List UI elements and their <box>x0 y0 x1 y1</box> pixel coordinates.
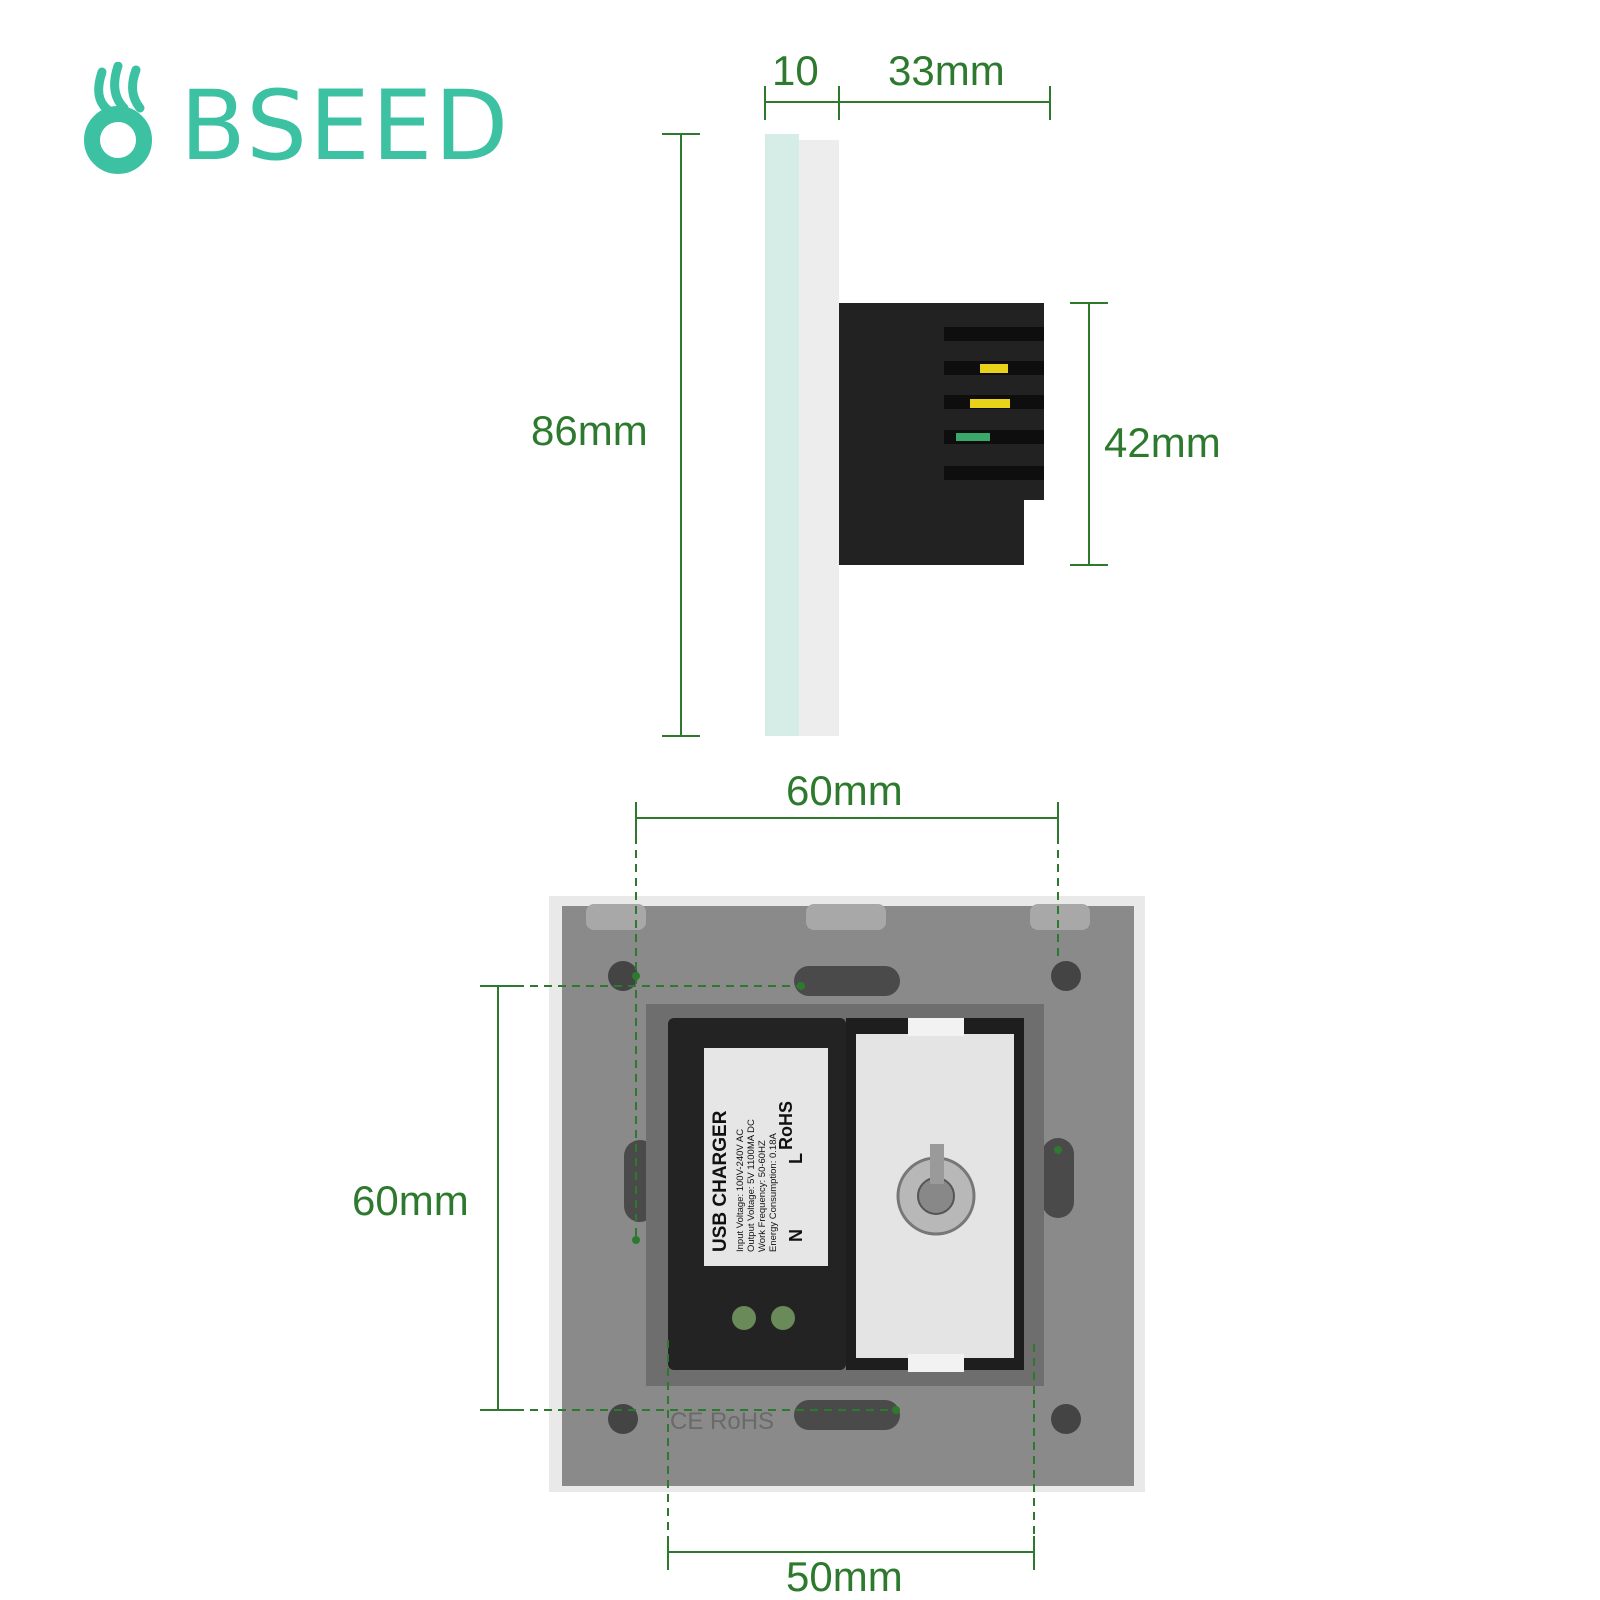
dim-panel-height: 86mm <box>531 407 648 454</box>
label-spec: Input Voltage: 100V-240V AC <box>735 1128 746 1252</box>
dimension-lines-back <box>480 802 1059 1570</box>
label-rohs: RoHS <box>776 1101 796 1150</box>
dim-mount-width: 60mm <box>786 767 903 814</box>
screw-hole <box>1051 961 1081 991</box>
label-title: USB CHARGER <box>710 1110 731 1252</box>
dim-module-width: 50mm <box>786 1553 903 1600</box>
frame-side <box>799 140 839 736</box>
glass-panel-side <box>765 134 799 736</box>
side-view <box>765 134 1044 736</box>
screw-hole <box>608 1404 638 1434</box>
back-view <box>549 896 1145 1492</box>
screw-hole <box>1051 1404 1081 1434</box>
screw-hole <box>608 961 638 991</box>
terminal-slots <box>944 327 1044 480</box>
dim-depth: 33mm <box>888 47 1005 94</box>
dim-top-thickness: 10 <box>772 47 819 94</box>
label-spec: Output Voltage: 5V 1100MA DC <box>746 1119 757 1252</box>
brand-logo: BSEED <box>84 61 508 182</box>
plate-cert-mark: CE RoHS <box>670 1408 775 1435</box>
brand-mark-icon <box>84 61 152 174</box>
brand-name: BSEED <box>180 70 511 182</box>
module-label-bg <box>704 1048 828 1266</box>
dim-module-height: 42mm <box>1104 419 1221 466</box>
label-spec: Work Frequency: 50-60HZ <box>757 1140 768 1252</box>
label-spec: Energy Consumption: 0.18A <box>768 1133 779 1252</box>
dimension-lines-top <box>662 86 1108 737</box>
dim-mount-height: 60mm <box>352 1177 469 1224</box>
